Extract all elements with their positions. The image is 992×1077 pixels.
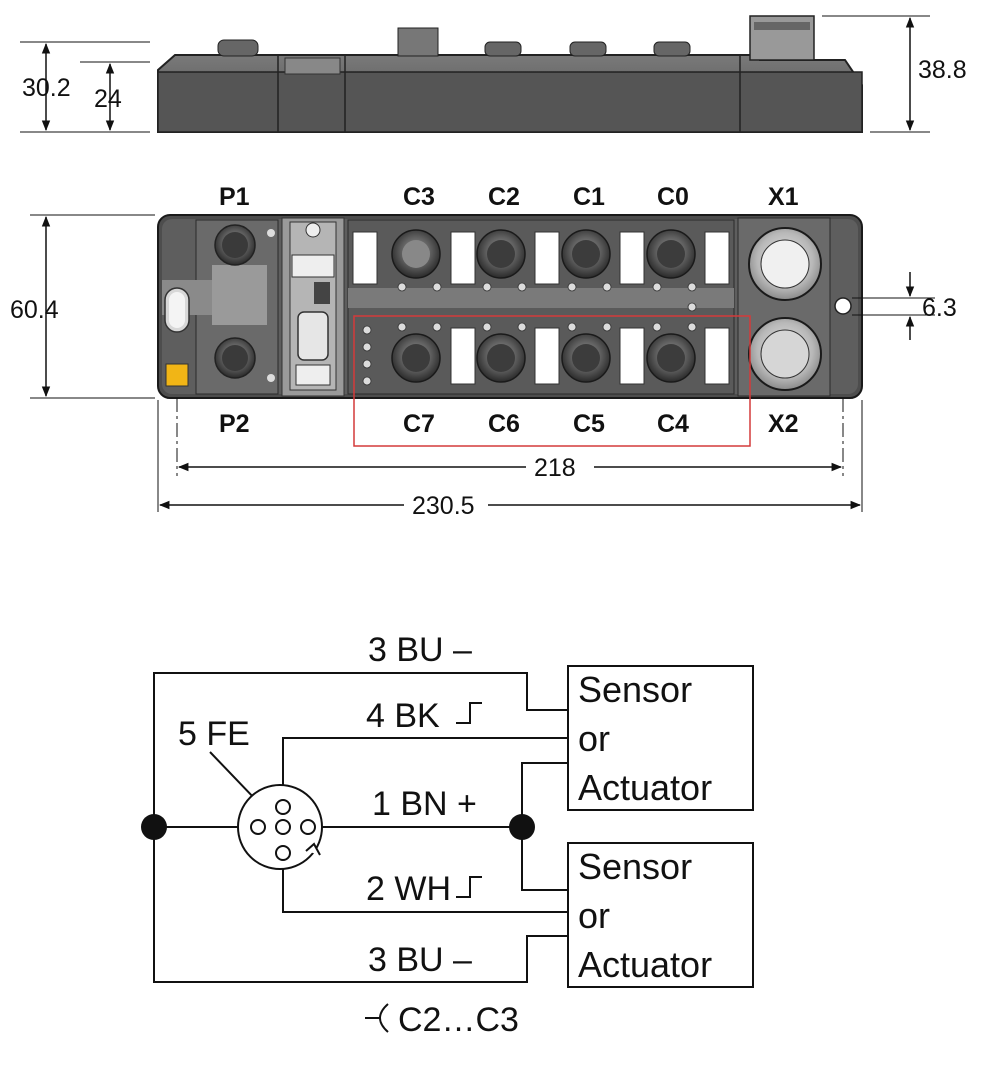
dim-width: 230.5: [412, 492, 475, 520]
dim-body-height: 24: [94, 85, 122, 113]
port-label-p1: P1: [219, 183, 250, 211]
wire-label-pin5: 5 FE: [178, 715, 250, 753]
port-label-c4: C4: [657, 410, 689, 438]
port-label-p2: P2: [219, 410, 250, 438]
device-top-line3: Actuator: [578, 767, 712, 808]
port-label-c3: C3: [403, 183, 435, 211]
device-top-line1: Sensor: [578, 669, 692, 710]
wiring-graphics: [141, 665, 754, 1033]
port-label-c6: C6: [488, 410, 520, 438]
wire-label-pin3-bottom: 3 BU –: [368, 941, 472, 979]
device-bottom-line1: Sensor: [578, 846, 692, 887]
junction-right: [509, 814, 535, 840]
wire-label-pin2: 2 WH: [366, 870, 451, 908]
dim-top-height: 60.4: [10, 296, 59, 324]
junction-left: [141, 814, 167, 840]
dim-hole-spacing: 218: [534, 454, 576, 482]
c-connectors-top: [391, 229, 696, 279]
highlight-box: [353, 315, 751, 447]
caption-ports: C2…C3: [398, 1001, 519, 1039]
dim-x1-height: 38.8: [918, 56, 967, 84]
side-view: 30.2 24 38.8: [20, 15, 967, 133]
device-bottom-line2: or: [578, 895, 610, 936]
mounting-hole: [834, 297, 852, 315]
wire-label-pin1: 1 BN +: [372, 785, 477, 823]
wiring-labels: 3 BU – 4 BK 5 FE 1 BN + 2 WH 3 BU – Sens…: [178, 631, 712, 1039]
device-box-top: [567, 665, 754, 811]
port-label-c0: C0: [657, 183, 689, 211]
device-bottom-line3: Actuator: [578, 944, 712, 985]
port-label-x1: X1: [768, 183, 799, 211]
device-top-line2: or: [578, 718, 610, 759]
port-label-x2: X2: [768, 410, 799, 438]
dim-total-height: 30.2: [22, 74, 71, 102]
port-label-c1: C1: [573, 183, 605, 211]
port-label-c2: C2: [488, 183, 520, 211]
top-view: P1 C3 C2 C1 C0 X1: [10, 183, 957, 520]
dim-hole: 6.3: [922, 294, 957, 322]
ground-icon: [165, 363, 189, 387]
port-label-c7: C7: [403, 410, 435, 438]
socket-symbol-icon: [365, 1003, 389, 1033]
wire-label-pin4: 4 BK: [366, 697, 440, 735]
switch-icon-wh: [456, 876, 482, 898]
port-label-c5: C5: [573, 410, 605, 438]
switch-icon-bk: [456, 702, 482, 724]
c-connectors-bottom: [391, 333, 696, 383]
device-box-bottom: [567, 842, 754, 988]
wire-label-pin3-top: 3 BU –: [368, 631, 472, 669]
